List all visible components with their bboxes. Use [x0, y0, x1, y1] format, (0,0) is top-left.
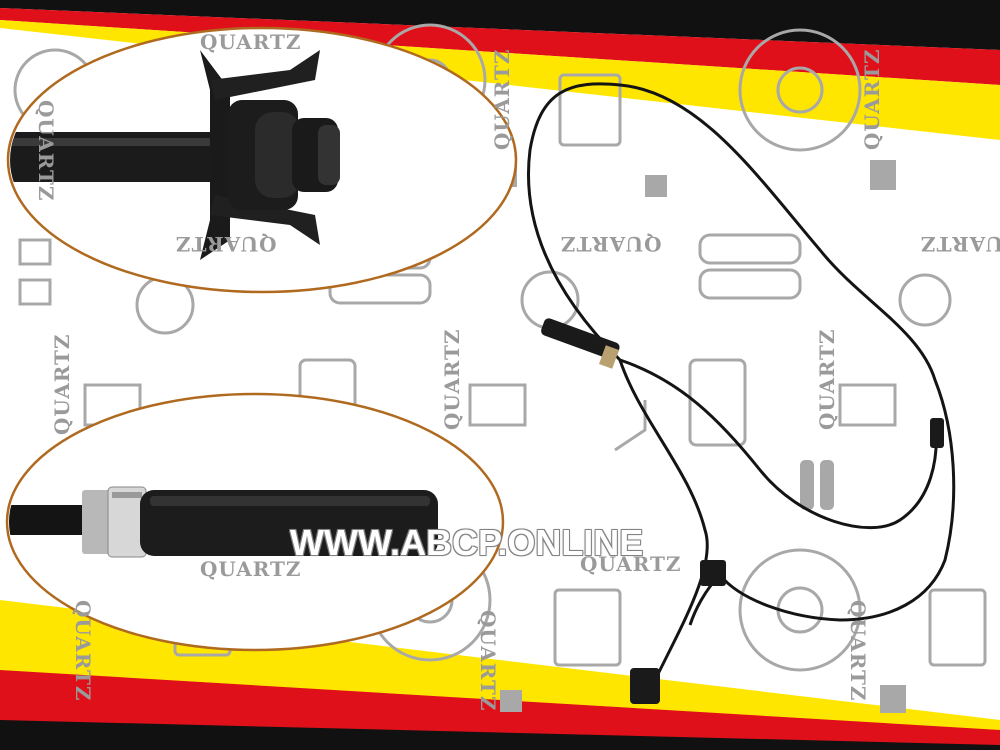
watermark-quartz: QUARTZ: [440, 328, 464, 430]
cable-clips: [630, 418, 944, 704]
watermark-quartz: QUARTZ: [50, 333, 74, 435]
watermark-quartz: QUARTZ: [200, 557, 302, 581]
watermark-quartz: QUARTZ: [34, 100, 58, 202]
watermark-quartz: QUARTZ: [920, 232, 1000, 256]
inset-sensor-closeup: [5, 392, 505, 652]
watermark-quartz: QUARTZ: [71, 600, 95, 702]
watermark-quartz: QUARTZ: [200, 30, 302, 54]
watermark-quartz: QUARTZ: [580, 552, 682, 576]
watermark-quartz: QUARTZ: [490, 48, 514, 150]
website-watermark: WWW.ABCP.ONLINE: [290, 522, 644, 563]
watermark-quartz: QUARTZ: [846, 600, 870, 702]
watermark-quartz: QUARTZ: [560, 232, 662, 256]
watermark-quartz: QUARTZ: [815, 328, 839, 430]
watermark-quartz: QUARTZ: [860, 48, 884, 150]
watermark-quartz: QUARTZ: [476, 610, 500, 712]
sensor-probe: [541, 318, 620, 369]
inset-connector-closeup: [6, 26, 518, 294]
watermark-quartz: QUARTZ: [175, 232, 277, 256]
